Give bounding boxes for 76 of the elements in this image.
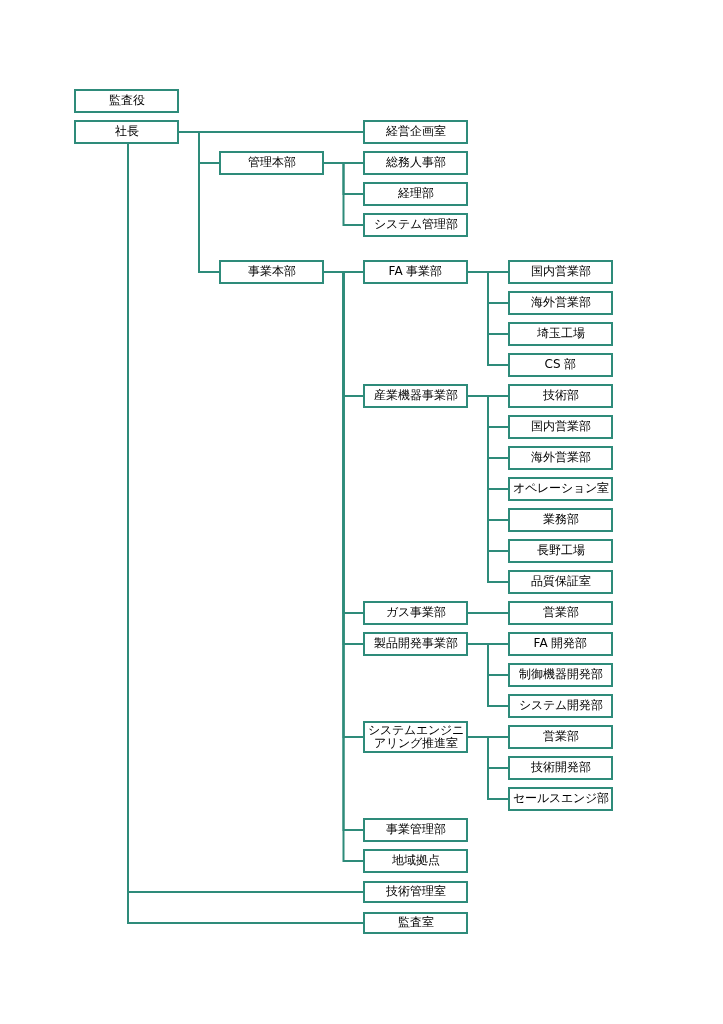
unit-name: 営業部 — [542, 606, 579, 620]
unit-name: 技術管理室 — [385, 885, 446, 899]
unit-name: システムエンジニアリング推進室 — [366, 723, 465, 751]
unit-name: 製品開発事業部 — [373, 637, 458, 651]
org-box — [74, 89, 179, 113]
unit-name: CS 部 — [544, 358, 577, 372]
org-box — [219, 260, 324, 284]
unit-name: 技術開発部 — [530, 761, 591, 775]
unit-name: 業務部 — [542, 513, 579, 527]
org-box — [363, 849, 468, 873]
unit-name: 技術部 — [542, 389, 579, 403]
org-box — [508, 787, 613, 811]
unit-name: 地域拠点 — [391, 854, 440, 868]
unit-name: 品質保証室 — [530, 575, 591, 589]
org-box — [508, 539, 613, 563]
unit-name: 社長 — [114, 125, 139, 139]
org-box — [363, 151, 468, 175]
unit-name: 長野工場 — [536, 544, 585, 558]
unit-name: 管理本部 — [247, 156, 296, 170]
org-box — [508, 756, 613, 780]
org-box — [508, 477, 613, 501]
unit-name: 監査役 — [108, 94, 145, 108]
org-box — [508, 663, 613, 687]
unit-name: 営業部 — [542, 730, 579, 744]
connector-line — [467, 271, 509, 366]
unit-name: FA 開発部 — [533, 637, 588, 651]
unit-name: 海外営業部 — [530, 296, 591, 310]
org-box — [363, 120, 468, 144]
org-box — [508, 446, 613, 470]
connector-line — [467, 612, 509, 614]
unit-name: FA 事業部 — [388, 265, 443, 279]
org-box — [508, 291, 613, 315]
unit-name: オペレーション室 — [512, 482, 609, 496]
org-box — [508, 353, 613, 377]
connector-line — [323, 162, 364, 226]
org-box — [508, 260, 613, 284]
unit-name: 経理部 — [397, 187, 434, 201]
connector-line — [467, 736, 509, 800]
connector-line — [467, 643, 509, 707]
org-box — [219, 151, 324, 175]
org-box — [363, 881, 468, 903]
unit-name: 埼玉工場 — [536, 327, 585, 341]
unit-name: 総務人事部 — [385, 156, 446, 170]
unit-name: 事業本部 — [247, 265, 296, 279]
unit-name: 国内営業部 — [530, 420, 591, 434]
org-box — [363, 384, 468, 408]
unit-name: 経営企画室 — [385, 125, 446, 139]
unit-name: 監査室 — [397, 916, 434, 930]
connector-line — [467, 395, 509, 583]
org-box — [508, 694, 613, 718]
unit-name: 事業管理部 — [385, 823, 446, 837]
org-box — [508, 601, 613, 625]
org-box — [363, 601, 468, 625]
org-box — [74, 120, 179, 144]
org-box — [363, 260, 468, 284]
unit-name: ガス事業部 — [385, 606, 446, 620]
connector-line — [178, 131, 220, 273]
org-box — [508, 508, 613, 532]
org-box — [508, 415, 613, 439]
org-box — [508, 632, 613, 656]
org-box — [363, 213, 468, 237]
unit-name: 制御機器開発部 — [518, 668, 603, 682]
org-box — [508, 322, 613, 346]
org-box — [363, 818, 468, 842]
unit-name: システム開発部 — [518, 699, 603, 713]
unit-name: システム管理部 — [373, 218, 458, 232]
org-box — [508, 384, 613, 408]
unit-name: 国内営業部 — [530, 265, 591, 279]
org-box — [363, 632, 468, 656]
org-box — [508, 725, 613, 749]
unit-name: セールスエンジ部 — [512, 792, 609, 806]
org-box — [363, 182, 468, 206]
unit-name: 産業機器事業部 — [373, 389, 458, 403]
org-box — [363, 912, 468, 934]
org-box — [508, 570, 613, 594]
unit-name: 海外営業部 — [530, 451, 591, 465]
